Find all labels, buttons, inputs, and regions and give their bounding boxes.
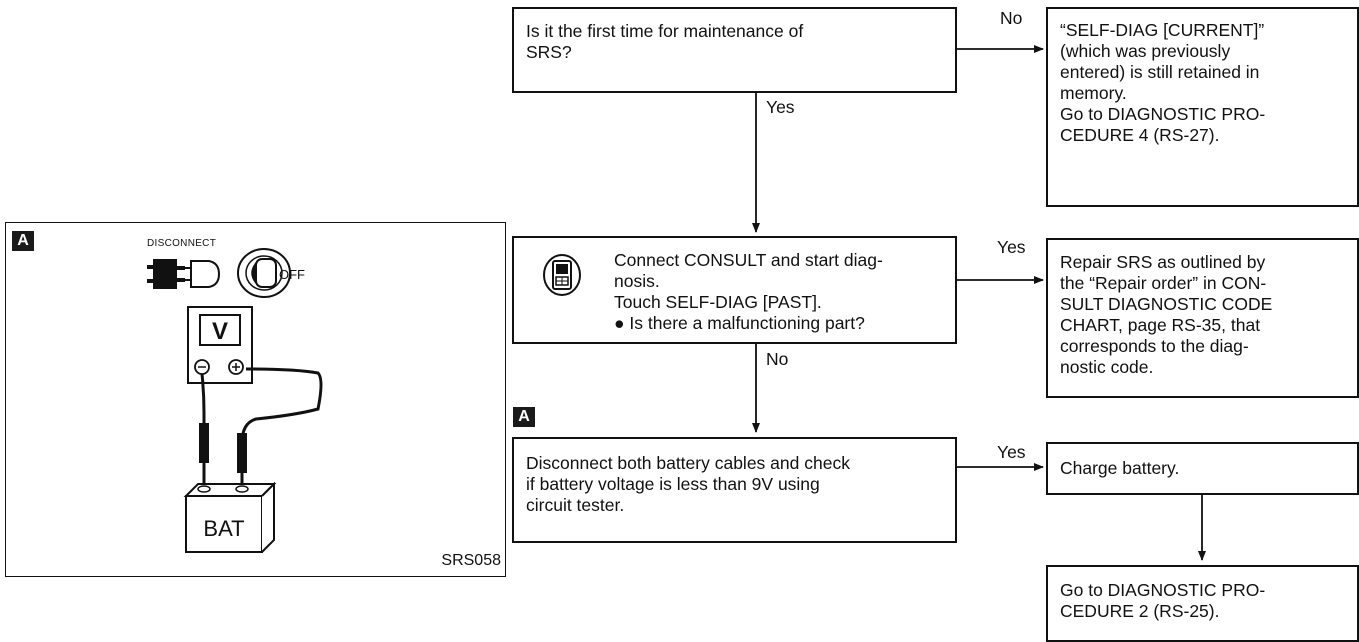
question-text: Is it the first time for maintenance of … bbox=[526, 21, 804, 62]
label-yes: Yes bbox=[766, 97, 795, 117]
label-yes: Yes bbox=[997, 442, 1026, 462]
voltmeter-v-label: V bbox=[212, 318, 228, 345]
question-box-first-maintenance: Is it the first time for maintenance of … bbox=[512, 7, 957, 93]
question-box-consult-diagnosis: Connect CONSULT and start diag- nosis. T… bbox=[512, 236, 957, 344]
disconnected-connector-icon bbox=[147, 259, 221, 289]
key-off-label: OFF bbox=[279, 267, 305, 282]
question-text: Disconnect both battery cables and check… bbox=[526, 453, 850, 515]
result-text: Go to DIAGNOSTIC PRO- CEDURE 2 (RS-25). bbox=[1060, 580, 1266, 621]
question-box-battery-voltage: Disconnect both battery cables and check… bbox=[512, 437, 957, 543]
result-box-repair-srs: Repair SRS as outlined by the “Repair or… bbox=[1046, 238, 1359, 398]
consult-tester-icon bbox=[543, 254, 581, 296]
question-text: Connect CONSULT and start diag- nosis. T… bbox=[614, 250, 883, 333]
battery-bat-label: BAT bbox=[203, 516, 244, 541]
label-yes: Yes bbox=[997, 237, 1026, 257]
figure-code: SRS058 bbox=[441, 552, 501, 569]
battery-icon: BAT bbox=[183, 481, 277, 553]
marker-a-badge: A bbox=[513, 407, 535, 427]
disconnect-label: DISCONNECT bbox=[147, 238, 217, 249]
illustration-panel: A DISCONNECT OFF V bbox=[5, 222, 506, 577]
result-box-diagnostic-procedure-2: Go to DIAGNOSTIC PRO- CEDURE 2 (RS-25). bbox=[1046, 565, 1359, 642]
result-text: Repair SRS as outlined by the “Repair or… bbox=[1060, 252, 1273, 377]
result-text: Charge battery. bbox=[1060, 458, 1180, 478]
illustration-marker-a: A bbox=[12, 231, 34, 251]
voltmeter-icon: V bbox=[187, 306, 253, 384]
test-leads bbox=[199, 367, 323, 485]
result-box-charge-battery: Charge battery. bbox=[1046, 442, 1359, 495]
label-no: No bbox=[1000, 8, 1023, 28]
result-text: “SELF-DIAG [CURRENT]” (which was previou… bbox=[1060, 20, 1266, 145]
ignition-key-icon: OFF bbox=[237, 248, 305, 298]
result-box-self-diag-current: “SELF-DIAG [CURRENT]” (which was previou… bbox=[1046, 7, 1359, 207]
label-no: No bbox=[766, 349, 789, 369]
